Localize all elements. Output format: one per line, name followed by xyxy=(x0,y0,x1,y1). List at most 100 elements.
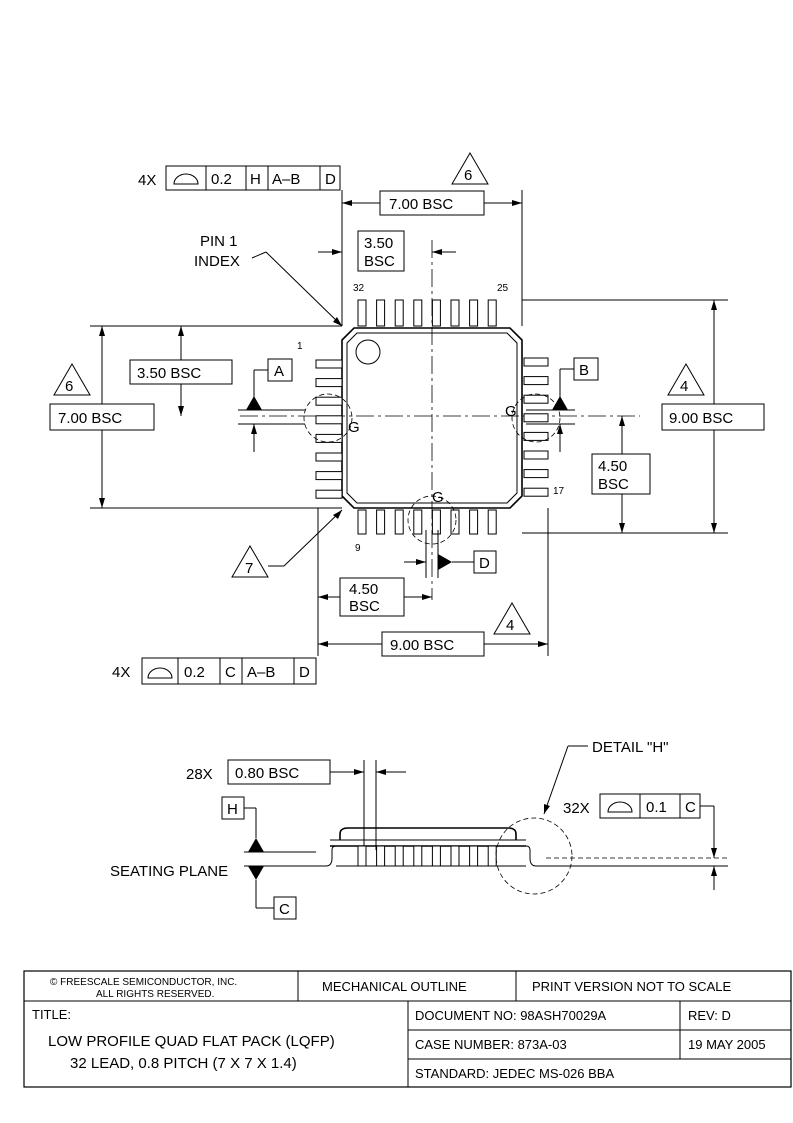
pin-number: 1 xyxy=(297,341,303,352)
lead xyxy=(315,489,343,499)
title-line2: 32 LEAD, 0.8 PITCH (7 X 7 X 1.4) xyxy=(70,1055,297,1072)
leads xyxy=(315,299,549,535)
svg-text:B: B xyxy=(579,362,589,379)
svg-text:4: 4 xyxy=(680,378,688,395)
svg-text:BSC: BSC xyxy=(349,598,380,615)
lead xyxy=(523,357,549,367)
lead xyxy=(450,509,460,535)
detail-label: DETAIL "H" xyxy=(592,739,669,756)
lead xyxy=(431,299,441,327)
lead xyxy=(523,487,549,497)
lead xyxy=(315,378,343,388)
svg-text:4.50: 4.50 xyxy=(349,581,378,598)
lead xyxy=(394,509,404,535)
dim-overall-height-right: 9.00 BSC 4 xyxy=(661,300,765,533)
side-lead xyxy=(394,845,404,867)
lead xyxy=(450,299,460,327)
dim-overall-width-bottom: 9.00 BSC 4 xyxy=(318,602,548,657)
detail-g-label: G xyxy=(432,489,444,506)
lead xyxy=(357,299,367,327)
fcf-count: 4X xyxy=(138,172,156,189)
svg-text:INDEX: INDEX xyxy=(194,253,240,270)
lead xyxy=(413,509,423,535)
side-leads xyxy=(357,845,497,867)
svg-text:BSC: BSC xyxy=(598,476,629,493)
dim-half-overall-right: 4.50 BSC xyxy=(591,416,651,533)
side-lead xyxy=(431,845,441,867)
document-number: DOCUMENT NO: 98ASH70029A xyxy=(415,1008,607,1023)
coplanarity-frame: 32X 0.1 C xyxy=(546,793,728,890)
detail-g-label: G xyxy=(348,419,360,436)
svg-text:3.50: 3.50 xyxy=(364,235,393,252)
profile-of-surface-icon xyxy=(607,801,633,813)
datum-b: B xyxy=(526,357,599,452)
side-lead xyxy=(376,845,386,867)
svg-text:4.50: 4.50 xyxy=(598,458,627,475)
lead xyxy=(431,509,441,535)
lead xyxy=(315,433,343,443)
side-lead xyxy=(487,845,497,867)
dim-text: 7.00 BSC xyxy=(389,196,453,213)
revision: REV: D xyxy=(688,1008,731,1023)
lead xyxy=(413,299,423,327)
flatness-frame-bottom: 4X 0.2 C A–B D xyxy=(112,657,317,685)
pin-number: 25 xyxy=(497,283,509,294)
profile-of-surface-icon xyxy=(173,173,199,185)
pin-number: 32 xyxy=(353,283,365,294)
lead xyxy=(315,359,343,369)
dim-body-width-top: 7.00 BSC xyxy=(341,190,523,326)
print-version-label: PRINT VERSION NOT TO SCALE xyxy=(532,979,731,994)
lead xyxy=(376,509,386,535)
package-side-profile xyxy=(316,827,546,867)
lead xyxy=(523,431,549,441)
datum-a: A xyxy=(238,358,305,452)
mechanical-outline-label: MECHANICAL OUTLINE xyxy=(322,979,467,994)
dim-text: 9.00 BSC xyxy=(390,637,454,654)
pin-number: 17 xyxy=(553,486,565,497)
lead xyxy=(487,509,497,535)
profile-of-surface-icon xyxy=(147,667,173,679)
fcf-tolerance: 0.2 xyxy=(211,171,232,188)
pin1-index: PIN 1 INDEX xyxy=(194,233,343,327)
fcf-datum: D xyxy=(325,171,336,188)
fcf-count: 32X xyxy=(563,800,590,817)
dim-text: 9.00 BSC xyxy=(669,410,733,427)
seating-plane: SEATING PLANE H C xyxy=(110,796,316,920)
dim-text: 0.80 BSC xyxy=(235,765,299,782)
lead xyxy=(523,413,549,423)
svg-text:A: A xyxy=(274,363,284,380)
side-view: 28X 0.80 BSC DETAIL "H" xyxy=(110,739,728,920)
lead xyxy=(394,299,404,327)
lead xyxy=(315,452,343,462)
lead xyxy=(523,394,549,404)
lead xyxy=(315,471,343,481)
standard: STANDARD: JEDEC MS-026 BBA xyxy=(415,1066,614,1081)
dim-lead-pitch: 28X 0.80 BSC xyxy=(186,759,406,850)
side-lead xyxy=(469,845,479,867)
fcf-datum: H xyxy=(250,171,261,188)
fcf-datum: A–B xyxy=(272,171,300,188)
lead xyxy=(315,396,343,406)
lead xyxy=(376,299,386,327)
dim-half-width-top: 3.50 BSC xyxy=(318,230,456,272)
pin-number: 9 xyxy=(355,543,361,554)
title-block: © FREESCALE SEMICONDUCTOR, INC. ALL RIGH… xyxy=(23,970,792,1088)
issue-date: 19 MAY 2005 xyxy=(688,1037,766,1052)
svg-text:6: 6 xyxy=(464,167,472,184)
side-lead xyxy=(357,845,367,867)
dim-body-height-left: 7.00 BSC 6 xyxy=(49,326,155,508)
svg-text:7: 7 xyxy=(245,560,253,577)
copyright-line1: © FREESCALE SEMICONDUCTOR, INC. xyxy=(50,977,237,988)
fcf-tolerance: 0.2 xyxy=(184,664,205,681)
svg-text:BSC: BSC xyxy=(364,253,395,270)
side-lead xyxy=(450,845,460,867)
lead xyxy=(357,509,367,535)
side-lead xyxy=(413,845,423,867)
datum-d: D xyxy=(404,530,497,578)
detail-g-label: G xyxy=(505,403,517,420)
package-body xyxy=(341,327,523,509)
lead xyxy=(523,450,549,460)
lead xyxy=(523,469,549,479)
lead xyxy=(315,415,343,425)
